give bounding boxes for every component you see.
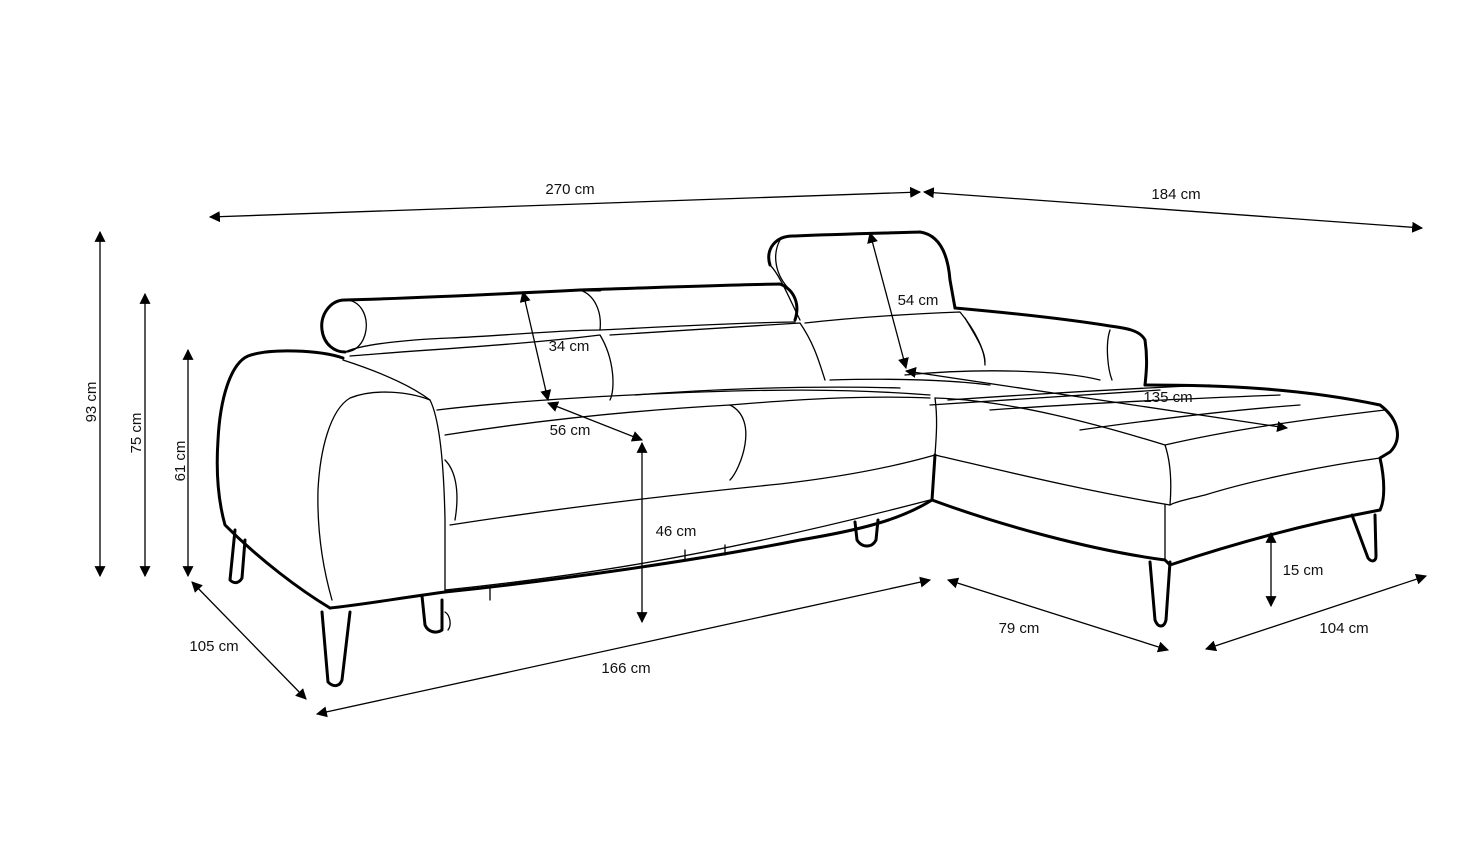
- chaise-back-leg: [1350, 513, 1378, 563]
- label-chaise-seat-length: 135 cm: [1143, 389, 1192, 406]
- label-seat-depth: 56 cm: [550, 422, 591, 439]
- dim-line-166: [315, 576, 932, 718]
- label-seat-height: 46 cm: [656, 523, 697, 540]
- label-width-total: 270 cm: [545, 181, 594, 198]
- label-chaise-width: 104 cm: [1319, 620, 1368, 637]
- chaise-front-leg: [1148, 560, 1172, 628]
- front-base: [328, 453, 937, 610]
- label-leg-height: 15 cm: [1283, 562, 1324, 579]
- front-center-leg: [420, 594, 444, 634]
- middle-headrest: [578, 282, 799, 322]
- dim-line-270: [208, 186, 922, 223]
- front-left-leg: [320, 610, 352, 688]
- label-chaise-length: 184 cm: [1151, 186, 1200, 203]
- left-armrest-outline: [215, 349, 345, 610]
- dim-line-56: [546, 401, 644, 442]
- label-depth-total: 105 cm: [189, 638, 238, 655]
- dimension-lines: [94, 186, 1428, 718]
- label-height-arm: 61 cm: [172, 441, 189, 482]
- dim-line-34: [519, 290, 552, 402]
- sofa-outline: [215, 230, 1399, 688]
- label-chaise-depth: 79 cm: [999, 620, 1040, 637]
- dim-line-79: [946, 577, 1170, 653]
- label-headrest-main: 34 cm: [549, 338, 590, 355]
- dim-line-104: [1204, 573, 1428, 652]
- dimension-labels: 270 cm 184 cm 93 cm 75 cm 61 cm 34 cm 54…: [83, 181, 1369, 677]
- dim-line-105: [191, 581, 307, 700]
- chaise-base: [930, 498, 1382, 567]
- label-height-total: 93 cm: [83, 382, 100, 423]
- dim-line-54: [867, 231, 909, 370]
- dim-line-184: [922, 187, 1424, 233]
- label-front-length: 166 cm: [601, 660, 650, 677]
- center-leg: [853, 518, 880, 548]
- label-headrest-corner: 54 cm: [898, 292, 939, 309]
- label-height-back: 75 cm: [128, 413, 145, 454]
- left-armrest-front: [342, 359, 446, 591]
- dim-line-135: [904, 367, 1289, 432]
- left-headrest: [320, 298, 347, 354]
